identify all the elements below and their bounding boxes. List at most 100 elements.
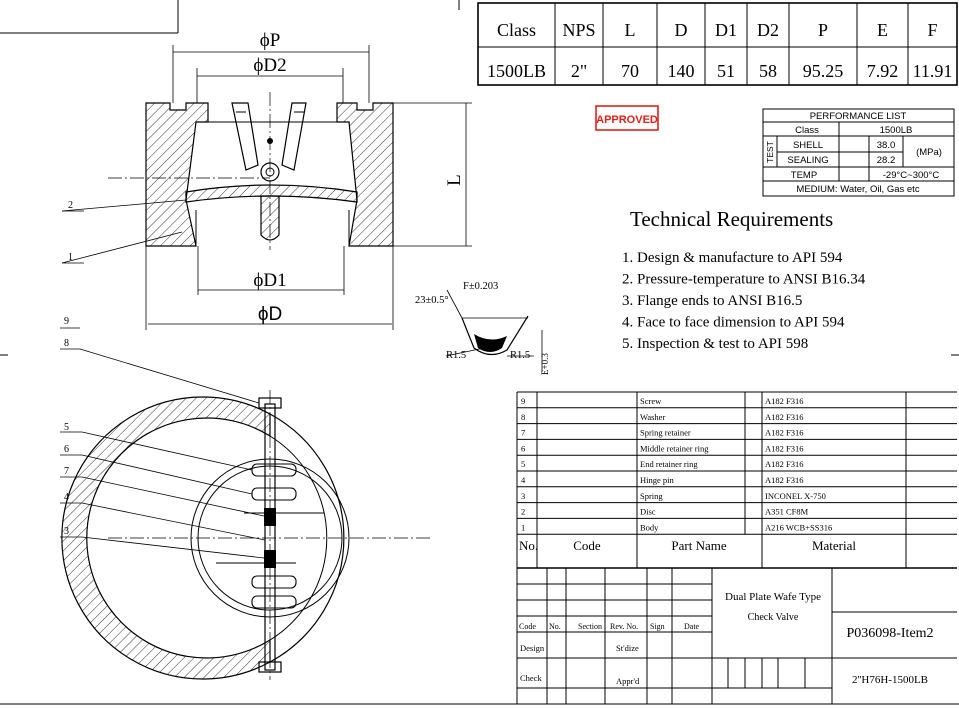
perf-class-value: 1500LB — [880, 125, 913, 136]
perf-class-label: Class — [795, 125, 819, 136]
approved-stamp: APPROVED — [595, 105, 659, 131]
part-no: 2 — [521, 507, 525, 517]
part-name: Screw — [640, 396, 662, 406]
title-block: Dual Plate Wafe Type Check Valve P036098… — [517, 567, 957, 704]
requirement-item: 3. Flange ends to ANSI B16.5 — [622, 293, 802, 309]
callout-9: 9 — [64, 316, 69, 327]
part-material: A182 F316 — [765, 428, 804, 438]
spec-header-5: D2 — [757, 20, 779, 40]
part-name: Spring — [640, 491, 663, 501]
dim-d2: ϕD2 — [253, 55, 286, 76]
part-no: 7 — [521, 428, 525, 438]
part-name: Hinge pin — [640, 475, 675, 485]
dim-e-tol: E+0.3 — [540, 353, 550, 375]
part-name: End retainer ring — [640, 459, 698, 469]
rev-header: Code — [519, 622, 536, 631]
requirement-item: 2. Pressure-temperature to ANSI B16.34 — [622, 272, 866, 288]
spec-value-4: 51 — [717, 61, 735, 81]
spec-header-4: D1 — [715, 20, 737, 40]
perf-temp-value: -29°C~300°C — [883, 170, 940, 181]
rev-header: Rev. No. — [610, 622, 638, 631]
perf-shell-label: SHELL — [793, 140, 823, 151]
stdize-label: St'dize — [616, 643, 639, 653]
spec-header-0: Class — [497, 20, 536, 40]
perf-title: PERFORMANCE LIST — [810, 111, 907, 122]
part-name: Middle retainer ring — [640, 443, 709, 453]
callout-4: 4 — [64, 492, 69, 503]
part-material: A182 F316 — [765, 475, 804, 485]
spec-header-1: NPS — [562, 20, 595, 40]
rev-header: Section — [578, 622, 602, 631]
parts-header-code: Code — [573, 538, 601, 553]
perf-shell-value: 38.0 — [877, 140, 896, 151]
spec-header-6: P — [818, 20, 828, 40]
technical-requirements: Technical Requirements 1. Design & manuf… — [622, 207, 866, 352]
drawing-number: P036098-Item2 — [846, 626, 933, 641]
part-no: 9 — [521, 396, 525, 406]
spec-value-5: 58 — [759, 61, 777, 81]
spec-value-3: 140 — [668, 61, 695, 81]
callout-1: 1 — [68, 252, 73, 263]
seat-detail: F±0.203 23±0.5° R1.5 R1.5 E+0.3 — [415, 281, 550, 375]
requirement-item: 4. Face to face dimension to API 594 — [622, 315, 845, 331]
rev-header: Date — [684, 622, 700, 631]
spec-header-8: F — [927, 20, 937, 40]
performance-table: PERFORMANCE LIST Class 1500LB TEST SHELL… — [762, 108, 955, 197]
spec-value-0: 1500LB — [487, 61, 546, 81]
part-no: 8 — [521, 412, 525, 422]
part-no: 4 — [521, 475, 526, 485]
part-material: A351 CF8M — [765, 507, 809, 517]
callout-2: 2 — [68, 200, 73, 211]
dim-r1: R1.5 — [446, 350, 466, 361]
front-view: 9 8 5 6 7 4 3 — [60, 316, 432, 680]
stamp-text: APPROVED — [596, 114, 658, 126]
check-label: Check — [520, 673, 542, 683]
spec-value-6: 95.25 — [803, 61, 844, 81]
spec-header-2: L — [625, 20, 636, 40]
part-name: Disc — [640, 507, 656, 517]
parts-header-name: Part Name — [671, 538, 726, 553]
dim-p: ϕP — [260, 30, 281, 51]
part-material: A216 WCB+SS316 — [765, 522, 832, 532]
spec-header-3: D — [675, 20, 688, 40]
part-material: A182 F316 — [765, 396, 804, 406]
dim-f-tol: F±0.203 — [463, 281, 498, 292]
part-material: A182 F316 — [765, 443, 804, 453]
perf-test-label: TEST — [765, 141, 775, 163]
spec-table: Class1500LBNPS2"L70D140D151D258P95.25E7.… — [477, 2, 958, 86]
perf-sealing-value: 28.2 — [877, 155, 896, 166]
design-label: Design — [520, 643, 545, 653]
part-no: 6 — [521, 443, 525, 453]
part-name: Washer — [640, 412, 665, 422]
requirement-item: 1. Design & manufacture to API 594 — [622, 250, 843, 266]
rev-header: Sign — [650, 622, 665, 631]
dim-angle: 23±0.5° — [415, 295, 449, 306]
parts-header-no: No. — [519, 538, 538, 553]
dim-l: L — [444, 174, 465, 186]
model-number: 2''H76H-1500LB — [852, 674, 928, 686]
spec-value-2: 70 — [621, 61, 639, 81]
apprd-label: Appr'd — [616, 676, 640, 686]
perf-medium: MEDIUM: Water, Oil, Gas etc — [796, 184, 919, 195]
perf-unit: (MPa) — [916, 147, 942, 158]
part-name: Body — [640, 522, 659, 532]
part-name: Spring retainer — [640, 428, 691, 438]
section-view: ϕP ϕD2 ϕD1 ϕD L 2 1 — [61, 30, 472, 330]
rev-header: No. — [549, 622, 561, 631]
dim-d: ϕD — [258, 304, 282, 325]
part-no: 3 — [521, 491, 525, 501]
callout-5: 5 — [64, 422, 69, 433]
callout-7: 7 — [64, 466, 69, 477]
part-material: INCONEL X-750 — [765, 491, 826, 501]
title-line1: Dual Plate Wafe Type — [725, 591, 821, 603]
dim-r2: R1.5 — [510, 350, 530, 361]
dim-d1: ϕD1 — [253, 270, 286, 291]
part-material: A182 F316 — [765, 412, 804, 422]
callout-6: 6 — [64, 444, 69, 455]
callout-3: 3 — [64, 526, 69, 537]
spec-value-8: 11.91 — [913, 61, 953, 81]
title-line2: Check Valve — [748, 612, 799, 623]
perf-temp-label: TEMP — [791, 170, 817, 181]
